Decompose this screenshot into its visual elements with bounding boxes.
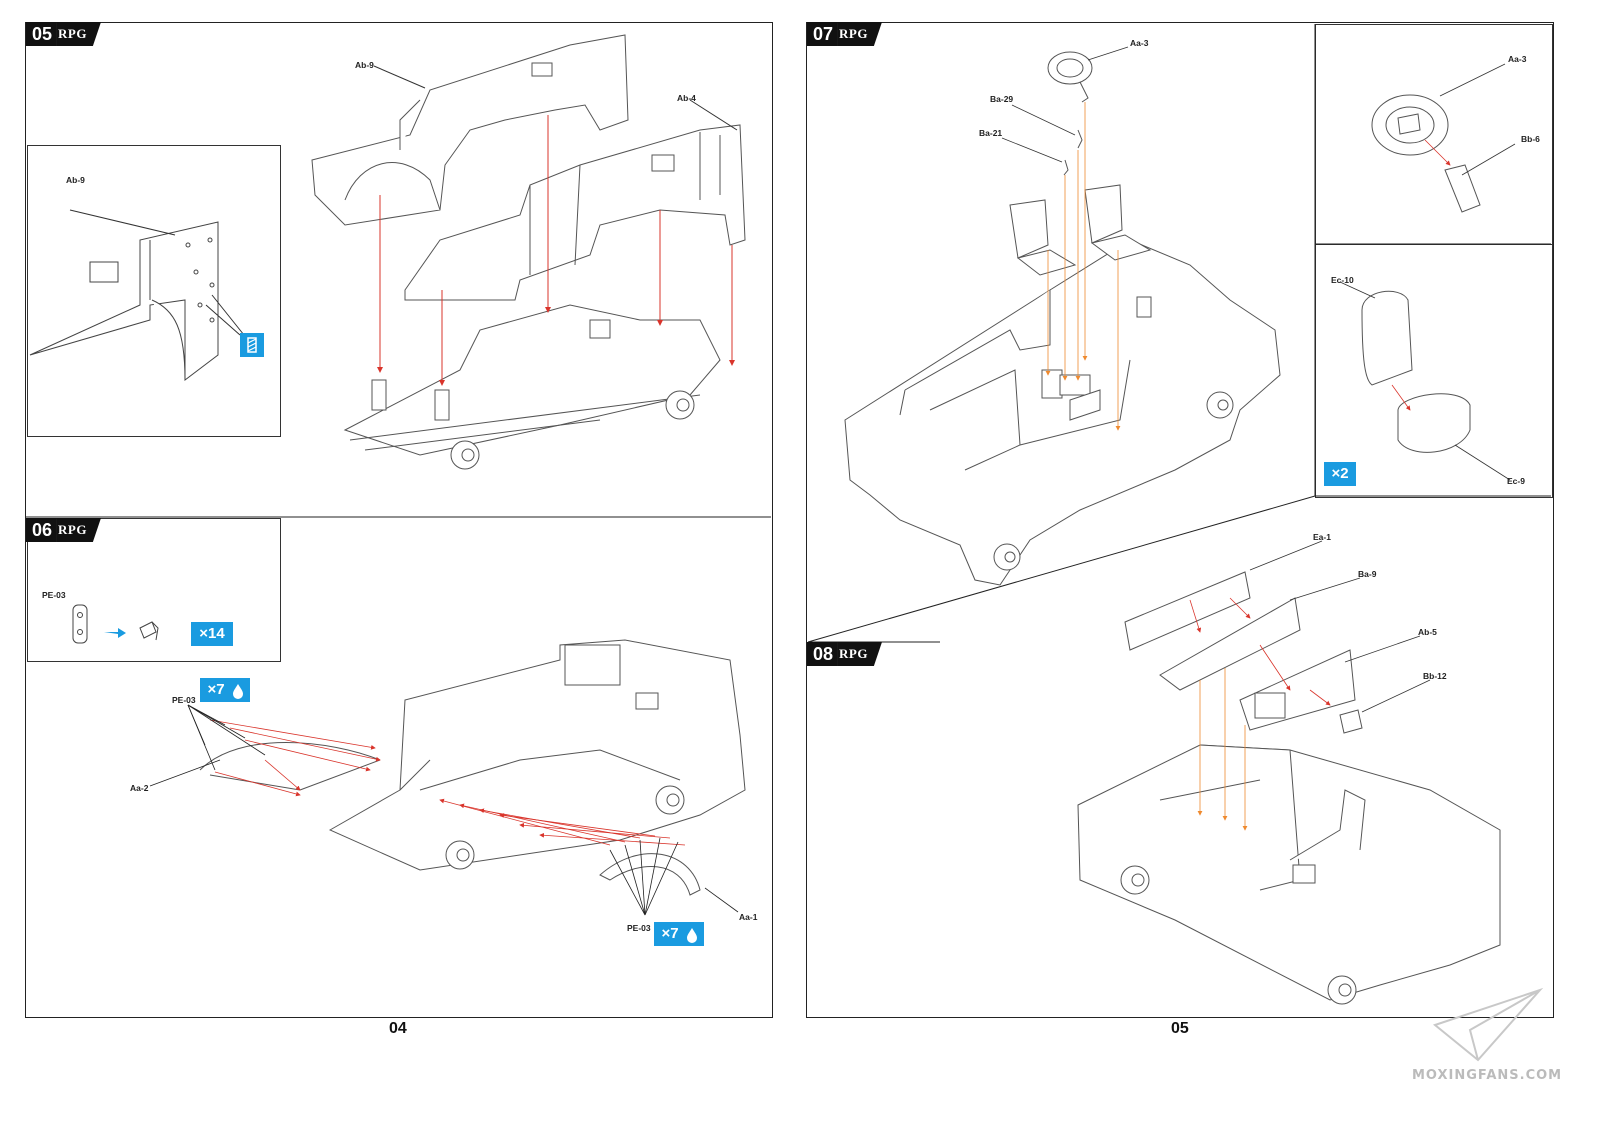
label-bb12: Bb-12: [1423, 671, 1447, 681]
label-ab9-detail: Ab-9: [66, 175, 85, 185]
label-pe03-detail: PE-03: [42, 590, 66, 600]
step06-top-glue: [226, 678, 250, 702]
label-ec9: Ec-9: [1507, 476, 1525, 486]
step07-interior: [844, 51, 1281, 586]
page-number-left: 04: [389, 1020, 407, 1037]
step06-pe03-detail: [72, 604, 159, 644]
step06-detail-quantity: ×14: [191, 622, 233, 646]
step05-side-panel: [404, 124, 746, 301]
step05-number: 05: [26, 22, 57, 46]
step05-detail-wall: [29, 209, 245, 382]
label-pe03-top: PE-03: [172, 695, 196, 705]
step06-vehicle: [199, 639, 746, 896]
label-ab4: Ab-4: [677, 93, 696, 103]
step07-number: 07: [807, 22, 838, 46]
step08-brand: RPG: [837, 642, 882, 666]
step05-upper-body: [311, 34, 629, 226]
step06-detail-arrow: [104, 628, 126, 638]
watermark-text: MOXINGFANS.COM: [1412, 1068, 1563, 1083]
label-aa1: Aa-1: [739, 912, 758, 922]
step07-seat-detail: [1361, 290, 1471, 453]
label-bb6: Bb-6: [1521, 134, 1540, 144]
label-aa3: Aa-3: [1130, 38, 1149, 48]
step06-bottom-glue: [680, 922, 704, 946]
glue-drop-icon: [687, 928, 697, 943]
page-number-right: 05: [1171, 1020, 1189, 1037]
label-ba9: Ba-9: [1358, 569, 1377, 579]
label-ea1: Ea-1: [1313, 532, 1331, 542]
label-ba21: Ba-21: [979, 128, 1003, 138]
glue-drop-icon: [233, 684, 243, 699]
plastic-cement-icon: [247, 337, 257, 353]
step06-brand: RPG: [56, 518, 101, 542]
label-pe03-bottom: PE-03: [627, 923, 651, 933]
step05-glue-marker: [240, 333, 264, 357]
step07-wheel-detail: [1371, 94, 1481, 213]
step07-brand: RPG: [837, 22, 882, 46]
label-ec10: Ec-10: [1331, 275, 1354, 285]
step08-badge: 08 RPG: [807, 642, 882, 666]
step05-chassis: [343, 304, 721, 470]
step06-badge: 06 RPG: [26, 518, 101, 542]
label-ab9: Ab-9: [355, 60, 374, 70]
step06-detail-box: [27, 518, 281, 662]
label-ba29: Ba-29: [990, 94, 1014, 104]
step05-brand: RPG: [56, 22, 101, 46]
label-ab5: Ab-5: [1418, 627, 1437, 637]
step07-badge: 07 RPG: [807, 22, 882, 46]
step07-detail-box-bottom: [1315, 244, 1553, 498]
step05-badge: 05 RPG: [26, 22, 101, 46]
step08-number: 08: [807, 642, 838, 666]
step07-seat-quantity: ×2: [1324, 462, 1356, 486]
label-aa2: Aa-2: [130, 783, 149, 793]
step06-number: 06: [26, 518, 57, 542]
label-aa3-detail: Aa-3: [1508, 54, 1527, 64]
watermark-plane-logo: [1432, 987, 1544, 1062]
step08-assembly: [1077, 571, 1501, 1005]
